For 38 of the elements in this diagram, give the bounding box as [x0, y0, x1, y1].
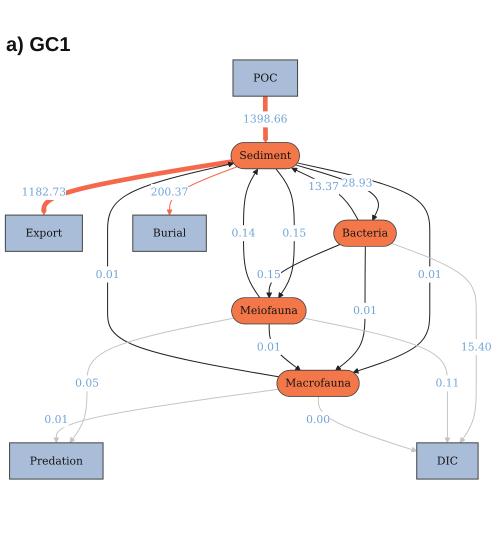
- edge-label: 0.15: [282, 226, 306, 240]
- arrow: [304, 318, 450, 444]
- edge-label: 0.01: [418, 268, 442, 281]
- arrow: [107, 162, 280, 378]
- node-box: Export: [4, 214, 83, 252]
- edge-label: 15.40: [460, 340, 492, 354]
- node-box: Predation: [9, 442, 104, 480]
- edge-label: 0.01: [256, 340, 281, 354]
- edge-label: 0.00: [306, 412, 330, 426]
- arrow: [318, 396, 417, 452]
- arrow: [335, 246, 366, 371]
- node-box: Burial: [132, 214, 207, 252]
- edge-label: 0.15: [256, 268, 281, 281]
- arrow: [70, 318, 234, 444]
- node-box: DIC: [416, 442, 479, 480]
- arrow: [40, 159, 233, 216]
- node-box: POC: [232, 59, 298, 97]
- edge-label: 28.93: [342, 176, 372, 190]
- edge-label: 200.37: [150, 185, 188, 198]
- arrow: [298, 162, 430, 374]
- diagram-title: a) GC1: [6, 34, 70, 57]
- arrow: [392, 243, 477, 444]
- arrow: [276, 168, 295, 298]
- edge-label: 0.14: [232, 226, 256, 240]
- arrow: [242, 168, 260, 298]
- arrow: [268, 324, 301, 371]
- arrow: [291, 168, 359, 221]
- edge-label: 0.11: [435, 376, 460, 390]
- arrow: [296, 164, 379, 221]
- edge-label: 1398.66: [243, 112, 288, 126]
- edge-label: 0.01: [44, 412, 68, 426]
- edge-label: 13.37: [308, 180, 339, 193]
- edge-label: 0.01: [96, 268, 120, 281]
- arrow: [53, 388, 279, 444]
- edge-label: 0.01: [353, 304, 377, 317]
- arrow: [266, 244, 340, 298]
- edge-label: 1182.73: [22, 185, 66, 198]
- edge-label: 0.05: [75, 376, 100, 390]
